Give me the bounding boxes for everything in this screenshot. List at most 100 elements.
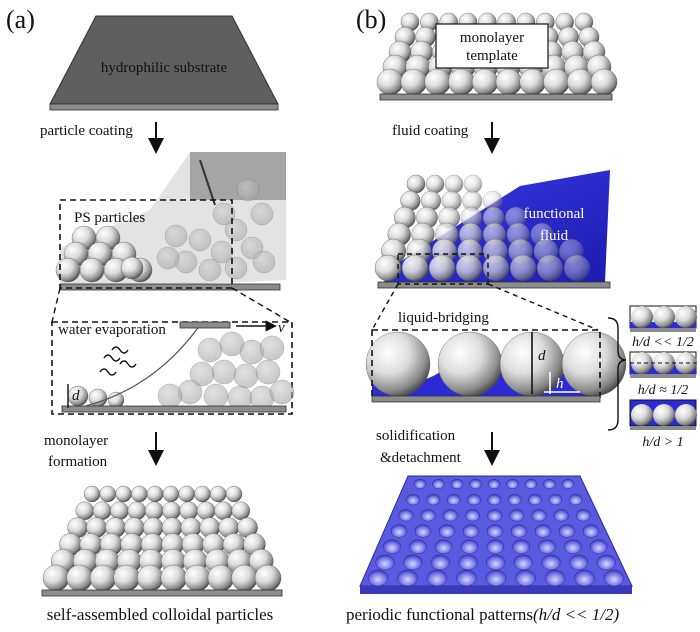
pattern-dimple [434, 539, 453, 554]
ratio-label-3: h/d > 1 [642, 435, 683, 450]
liquid-bridging-label: liquid-bridging [398, 310, 489, 326]
pattern-dimple [534, 524, 552, 538]
zoom-box [59, 199, 233, 289]
sphere [146, 485, 164, 503]
sphere [231, 564, 258, 592]
diameter-symbol-a: d [72, 388, 80, 404]
panel-a-label: (a) [6, 5, 35, 34]
pattern-dimple [438, 524, 456, 538]
bridge-zoom-box [397, 253, 489, 285]
sphere [231, 501, 251, 520]
sphere [509, 254, 537, 282]
fluid-label-line1: functional [524, 206, 585, 222]
pattern-dimple [406, 494, 420, 506]
pattern-dimple [568, 494, 583, 506]
sphere [131, 485, 148, 503]
pattern-dimple [467, 494, 481, 506]
diameter-symbol-b: d [538, 348, 546, 364]
sphere [83, 485, 101, 503]
ratio-example-2 [629, 351, 697, 378]
pattern-dimple [375, 554, 395, 571]
bridge-zoom-line-left [371, 283, 399, 331]
pattern-dimple [574, 569, 595, 587]
sphere [160, 564, 187, 592]
pattern-dimple [596, 554, 616, 571]
pattern-dimple [563, 539, 582, 554]
panel-b-label: (b) [356, 5, 386, 34]
fluid-coated-spheres [374, 174, 591, 282]
sphere [401, 254, 429, 282]
sphere [495, 68, 523, 96]
sphere [110, 501, 129, 520]
pattern-dimple [486, 524, 504, 538]
sphere [179, 501, 199, 520]
pattern-dimple [603, 569, 625, 587]
velocity-symbol: v [278, 320, 285, 336]
pattern-dimple [589, 539, 608, 554]
sphere [406, 174, 426, 194]
sphere [207, 564, 235, 592]
sphere [75, 501, 95, 520]
sphere [66, 564, 93, 592]
step-solidification-line1: solidification [376, 428, 456, 444]
sphere [164, 224, 188, 248]
sphere [455, 254, 483, 282]
sphere [374, 254, 402, 282]
pattern-dimple [430, 554, 450, 571]
detail-particles [67, 331, 295, 411]
pattern-dimple [487, 494, 502, 506]
particle-pyramid [55, 225, 153, 283]
ratio-label-1: h/d << 1/2 [632, 335, 694, 350]
pattern-dimple [397, 569, 418, 587]
sphere [233, 363, 259, 389]
sphere [188, 228, 212, 252]
zoom-line-left [51, 287, 61, 323]
sphere [224, 256, 248, 280]
sphere [79, 257, 105, 283]
sphere [177, 379, 203, 405]
ratio-example-3 [629, 399, 697, 430]
fluid-label-line2: fluid [540, 228, 569, 244]
pattern-dimple [548, 494, 563, 506]
sphere [269, 379, 295, 405]
step-particle-coating: particle coating [40, 123, 133, 139]
bridge-zoom-line-right [487, 283, 599, 331]
step-monolayer-line1: monolayer [44, 433, 108, 449]
sphere [239, 339, 265, 365]
step-fluid-coating: fluid coating [392, 123, 469, 139]
sphere [471, 68, 499, 96]
pattern-dimple [507, 494, 522, 506]
pattern-dimple [403, 554, 423, 571]
pattern-dimple [432, 478, 445, 490]
pattern-dimple [575, 509, 591, 522]
sphere [89, 564, 117, 592]
zoom-line-right [231, 287, 291, 323]
template-label-line1: monolayer [460, 30, 524, 46]
fluid-substrate [377, 281, 611, 289]
pattern-dimple [456, 569, 477, 587]
pattern-dimple [458, 554, 478, 571]
sphere [536, 254, 564, 282]
sphere [252, 250, 276, 274]
pattern-dimple [462, 524, 480, 538]
pattern-dimple [515, 569, 536, 587]
sphere [210, 485, 227, 503]
pattern-dimple [486, 554, 506, 571]
sphere [157, 383, 183, 409]
step-solidification-line2: &detachment [380, 450, 462, 466]
sphere [156, 246, 180, 270]
sphere [400, 68, 427, 96]
pattern-dimple [383, 539, 401, 554]
sphere [162, 485, 180, 503]
sphere [448, 68, 475, 96]
pattern-dimple [442, 509, 458, 522]
pattern-dimple [413, 478, 427, 490]
sphere [189, 361, 215, 387]
pattern-dimple [582, 524, 600, 538]
evaporation-wave-icons [99, 346, 137, 376]
step-monolayer-line2: formation [48, 454, 108, 470]
pattern-dimple [367, 569, 389, 587]
height-symbol: h [556, 376, 564, 392]
pattern-dimple [426, 569, 448, 587]
pattern-dimple [486, 539, 505, 554]
